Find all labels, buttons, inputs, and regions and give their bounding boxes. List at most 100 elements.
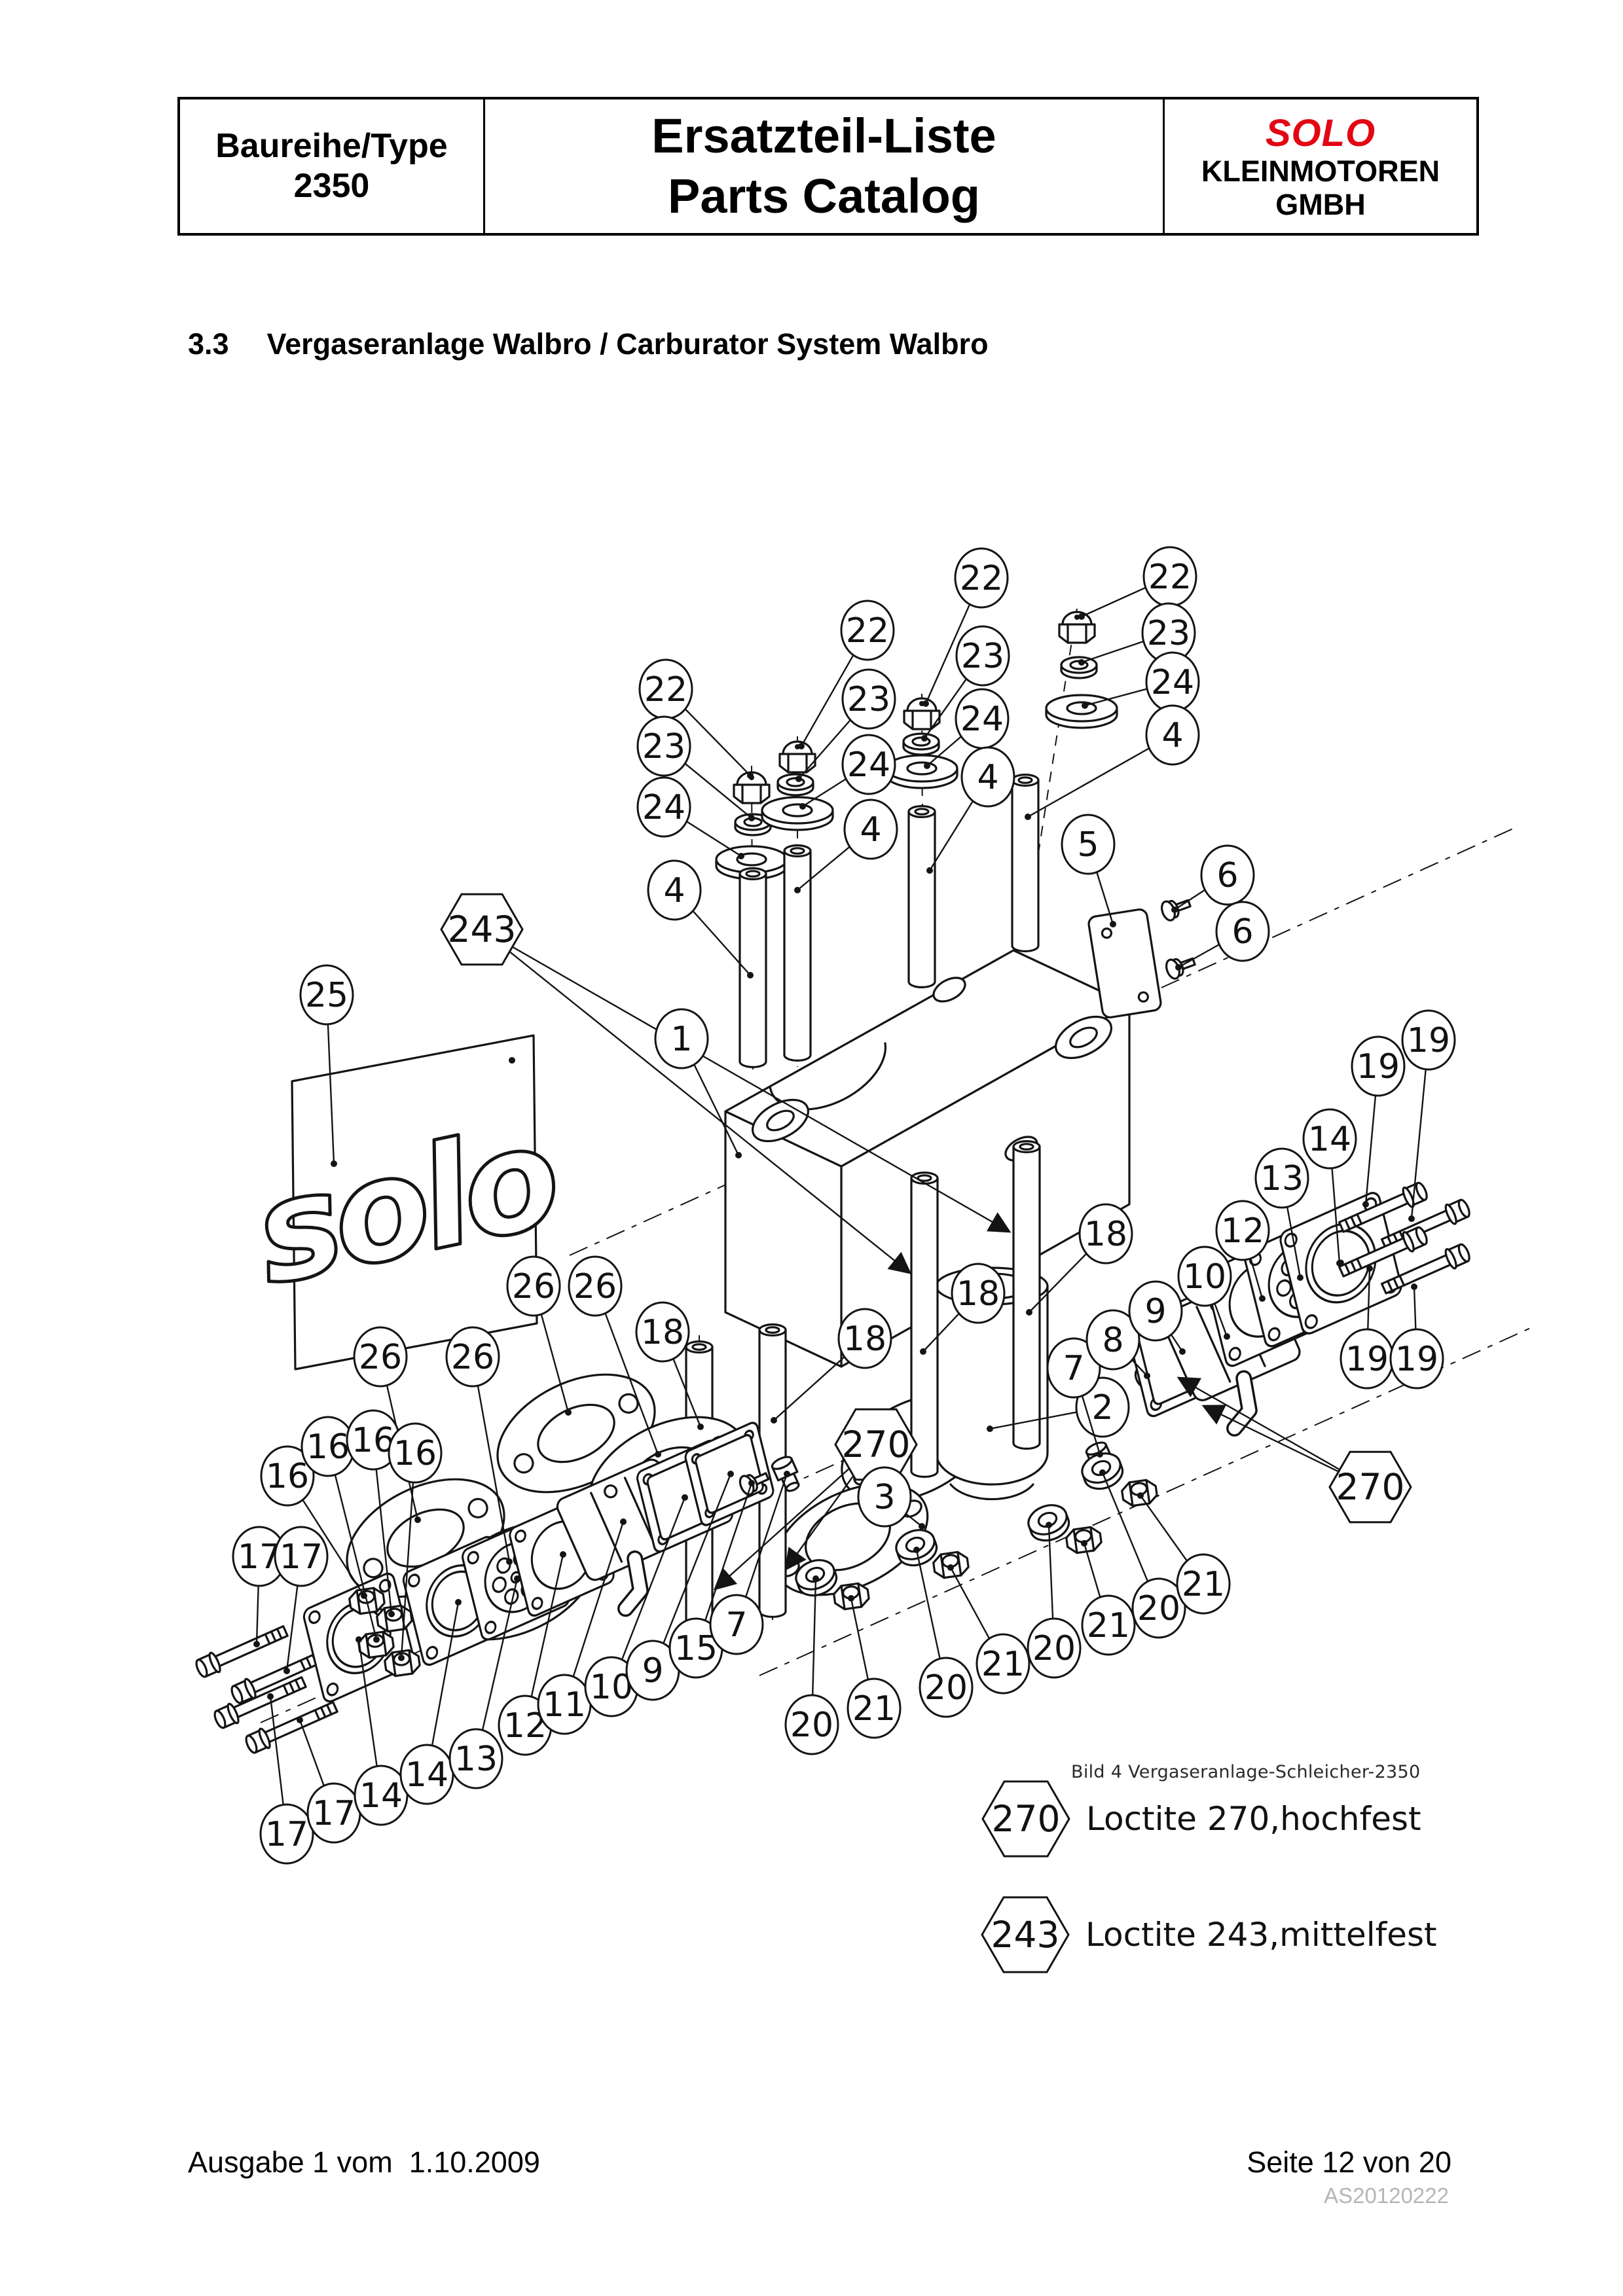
callout-26: 26 [568,1255,661,1458]
callout-12: 12 [1215,1200,1270,1302]
svg-text:1: 1 [670,1020,692,1059]
callout-20: 20 [1027,1522,1082,1679]
svg-text:14: 14 [405,1755,448,1795]
callout-21: 21 [847,1595,902,1739]
brand-logo: SOLO [1265,112,1376,155]
svg-text:243: 243 [991,1914,1060,1956]
callout-17: 17 [274,1526,329,1674]
callout-6: 6 [1171,844,1255,913]
catalog-title-de: Ersatzteil-Liste [651,108,996,163]
figure-caption: Bild 4 Vergaseranlage-Schleicher-2350 [1071,1762,1421,1782]
svg-text:19: 19 [1357,1047,1400,1086]
svg-text:15: 15 [674,1629,718,1668]
catalog-title-en: Parts Catalog [667,169,981,223]
part-long-stud [910,1171,939,1478]
callout-10: 10 [1177,1246,1232,1340]
part-cap-nut [903,697,941,730]
svg-text:17: 17 [280,1537,323,1577]
svg-text:26: 26 [359,1338,402,1377]
svg-text:16: 16 [266,1457,309,1496]
svg-text:270: 270 [1336,1466,1405,1508]
callout-17: 17 [259,1693,314,1865]
svg-text:21: 21 [1087,1606,1130,1645]
section-title: 3.3 Vergaseranlage Walbro / Carburator S… [188,327,989,361]
callout-17: 17 [232,1526,287,1647]
part-cover-plate [1087,908,1162,1018]
svg-text:22: 22 [960,559,1003,598]
footer-page-number: Seite 12 von 20 [1247,2145,1451,2179]
callout-270: 270 [713,1408,918,1590]
part-washer [902,732,940,756]
brand-line3: GMBH [1275,187,1366,221]
svg-text:23: 23 [961,637,1004,676]
callout-16: 16 [388,1422,443,1661]
part-washer [776,773,814,797]
callout-26: 26 [506,1255,572,1416]
svg-text:13: 13 [454,1740,498,1779]
part-screw-bolt [1380,1243,1470,1295]
svg-text:24: 24 [960,700,1004,739]
svg-text:20: 20 [790,1706,833,1745]
svg-text:19: 19 [1345,1340,1389,1379]
callout-18: 18 [771,1308,892,1424]
callout-270: 270 [1176,1376,1412,1524]
callout-20: 20 [1099,1469,1186,1639]
svg-text:19: 19 [1395,1340,1438,1379]
brand-line2: KLEINMOTOREN [1201,154,1440,188]
callout-23: 23 [795,668,896,782]
svg-text:14: 14 [359,1776,403,1816]
section-name: Vergaseranlage Walbro / Carburator Syste… [266,327,989,361]
callout-19: 19 [1351,1035,1406,1208]
svg-text:23: 23 [642,727,685,766]
callout-18: 18 [920,1263,1006,1355]
callout-24: 24 [799,734,896,810]
svg-text:21: 21 [981,1645,1025,1684]
callout-7: 7 [709,1471,790,1655]
svg-text:24: 24 [847,745,890,785]
callout-20: 20 [784,1575,839,1755]
part-washer-iso [795,1559,838,1597]
svg-text:23: 23 [1147,614,1190,653]
callout-7: 7 [1046,1337,1103,1458]
svg-text:17: 17 [312,1794,356,1833]
svg-text:26: 26 [451,1338,494,1377]
part-solo-plate: solo [239,1034,571,1371]
callout-6: 6 [1175,901,1270,971]
part-stud [739,867,767,1068]
svg-text:4: 4 [860,810,881,850]
svg-text:21: 21 [1182,1565,1225,1604]
header-brand-cell: SOLO KLEINMOTOREN GMBH [1165,99,1476,233]
callout-25: 25 [299,964,354,1167]
svg-text:3: 3 [873,1478,895,1517]
callout-16: 16 [260,1445,367,1599]
svg-text:20: 20 [924,1668,968,1708]
svg-text:17: 17 [238,1537,281,1577]
svg-text:4: 4 [977,758,998,797]
svg-text:4: 4 [663,871,685,910]
callout-21: 21 [1081,1540,1136,1656]
svg-text:26: 26 [574,1267,617,1306]
svg-text:22: 22 [644,670,687,709]
part-washer-iso [895,1529,938,1567]
callout-14: 14 [399,1599,462,1805]
svg-text:7: 7 [1063,1349,1084,1388]
svg-text:18: 18 [641,1313,684,1352]
svg-text:270: 270 [992,1798,1061,1840]
callout-4: 4 [794,798,898,893]
part-screw [739,1472,770,1496]
callout-19: 19 [1401,1009,1456,1222]
callout-13: 13 [1254,1147,1309,1281]
callout-20: 20 [913,1547,974,1718]
svg-text:14: 14 [1308,1120,1351,1159]
callout-14: 14 [354,1636,409,1826]
svg-text:21: 21 [852,1689,896,1729]
part-cap-nut [778,740,816,774]
svg-text:13: 13 [1260,1159,1304,1198]
callout-4: 4 [926,746,1015,874]
part-washer [1060,656,1098,679]
svg-text:25: 25 [305,976,348,1015]
svg-text:5: 5 [1077,825,1099,865]
part-long-stud [1012,1139,1041,1450]
svg-text:16: 16 [393,1434,437,1473]
